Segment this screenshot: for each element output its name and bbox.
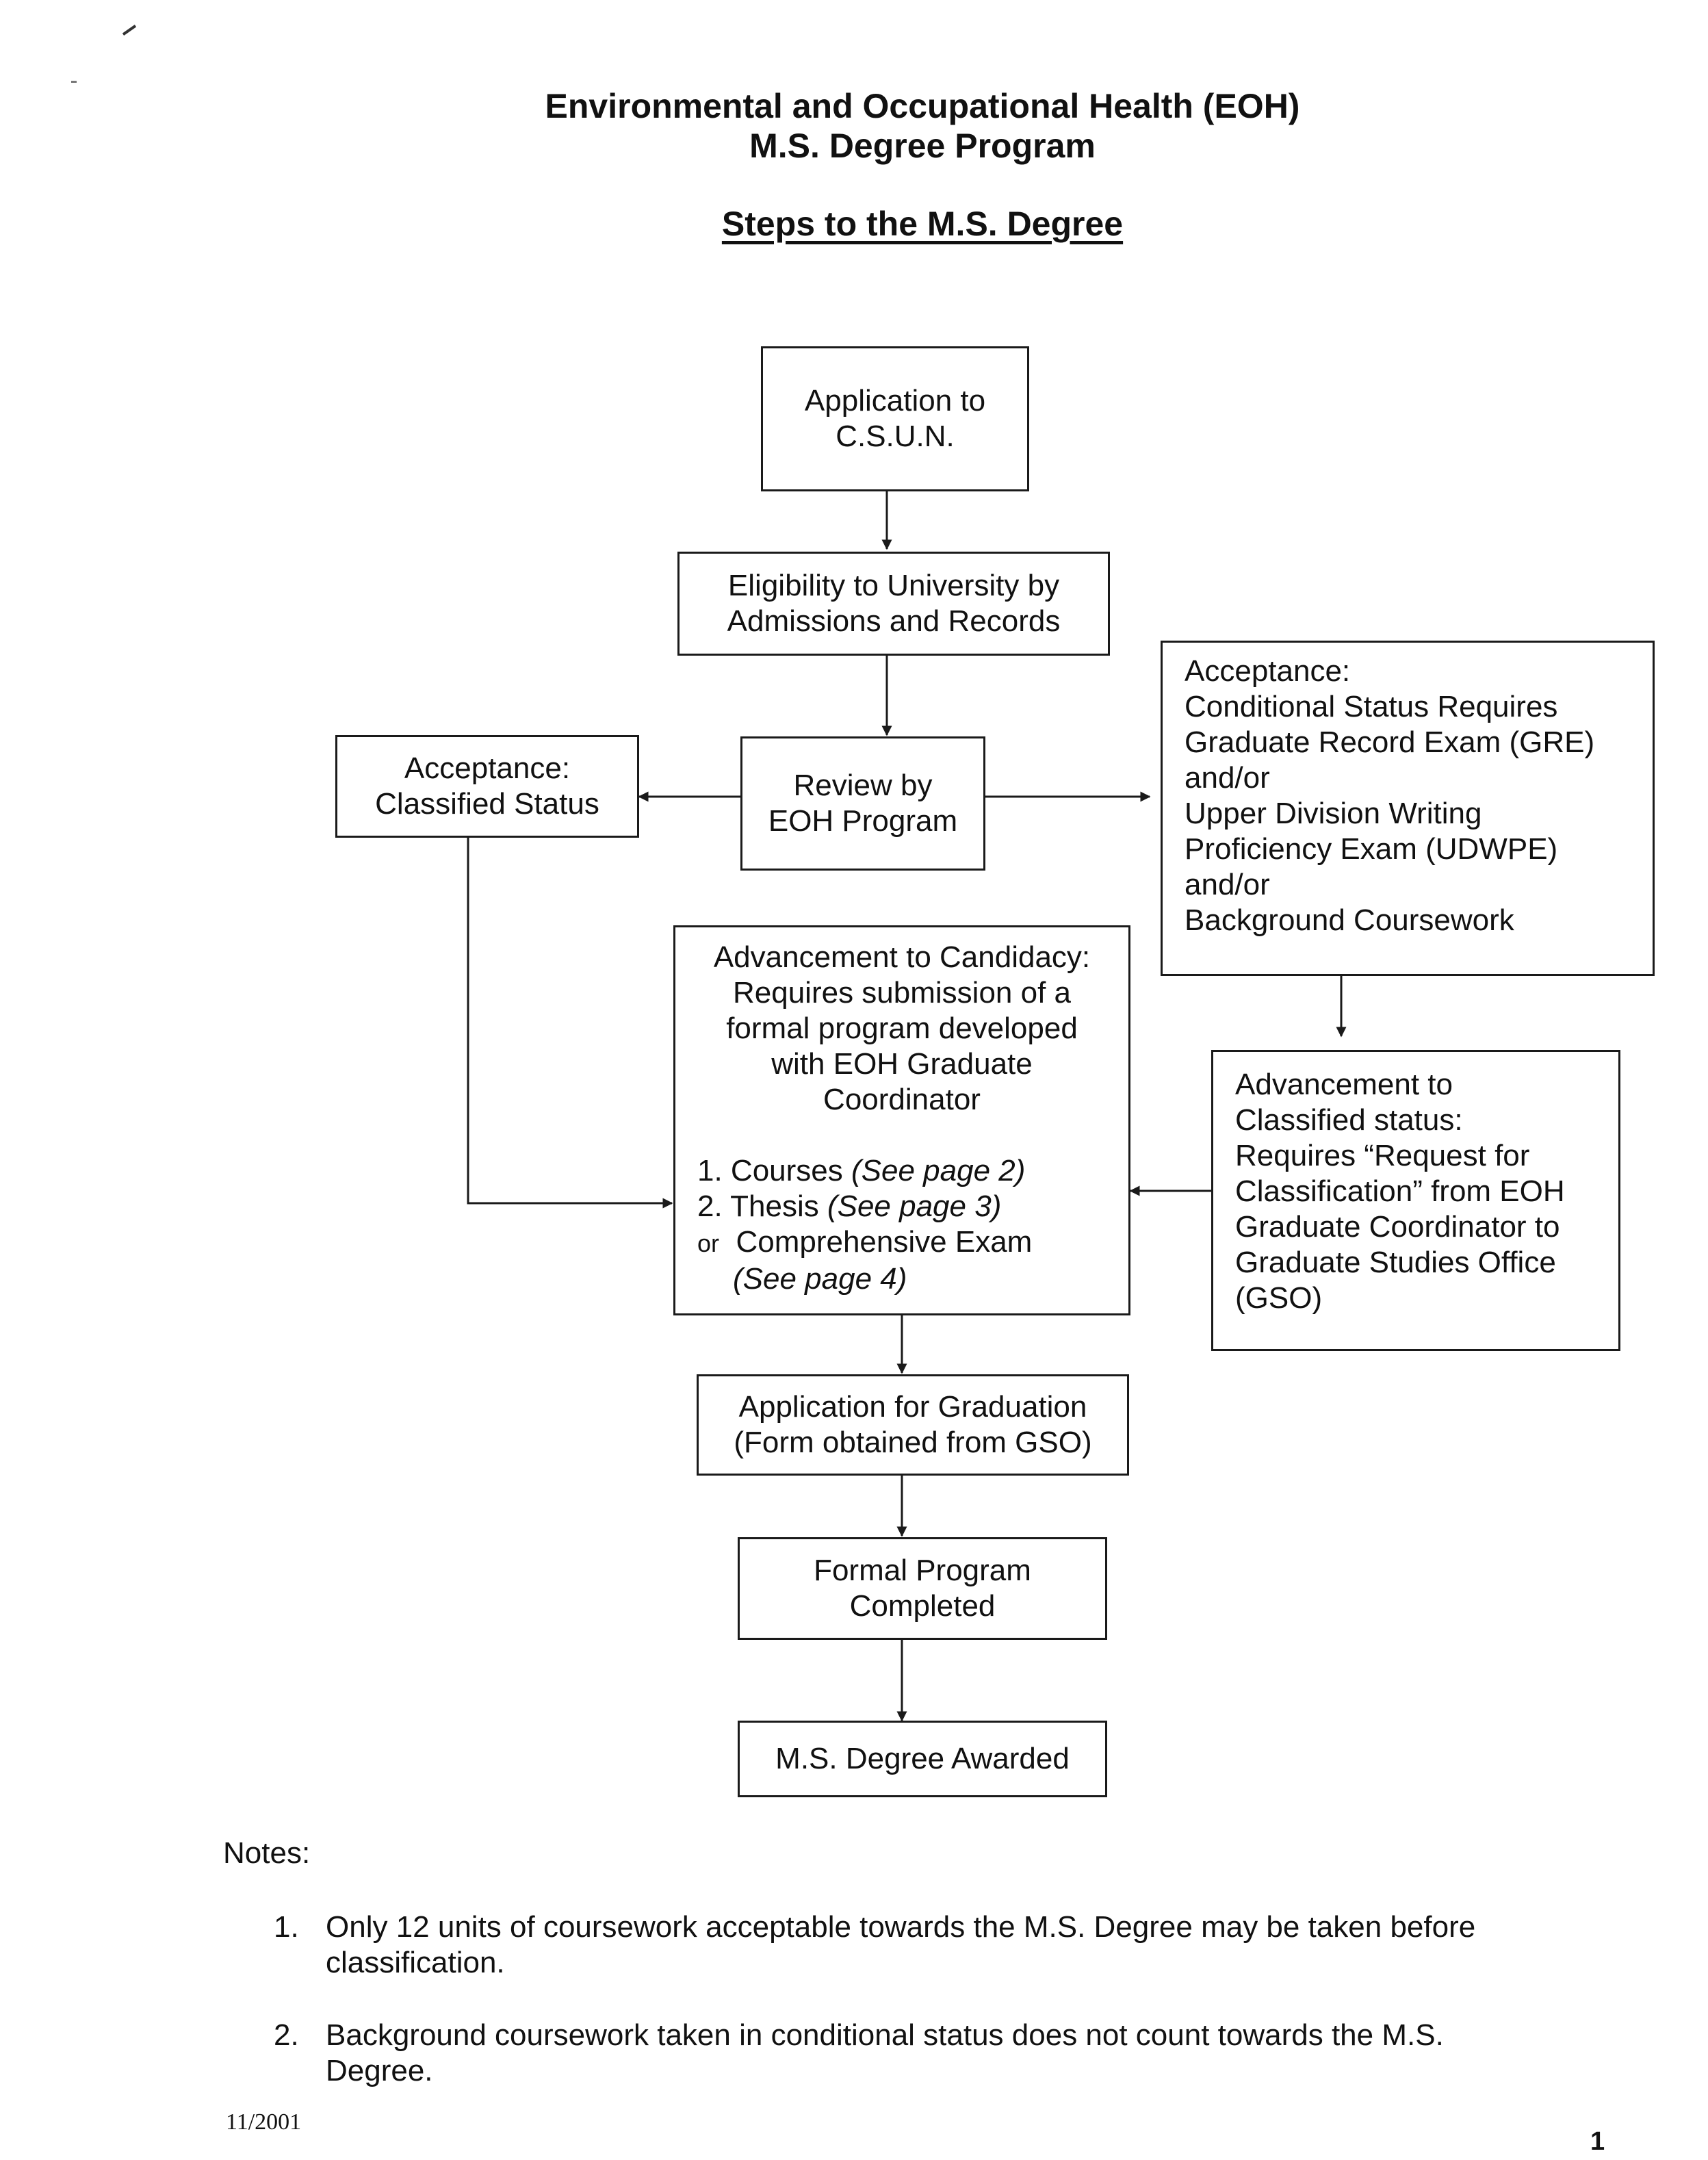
box-line: M.S. Degree Awarded (775, 1742, 1070, 1775)
document-title-line-2: M.S. Degree Program (749, 127, 1096, 165)
box-line: Classified status: (1235, 1103, 1463, 1137)
notes-heading: Notes: (223, 1836, 311, 1870)
note-line: Only 12 units of coursework acceptable t… (326, 1910, 1476, 1944)
box-line: (GSO) (1235, 1281, 1323, 1315)
box-line: Classification” from EOH (1235, 1174, 1565, 1208)
candidacy-requirements: 1. Courses (See page 2) 2. Thesis (See p… (675, 1153, 1128, 1297)
candidacy-item-comprehensive-exam: or Comprehensive Exam (697, 1225, 1033, 1259)
box-eligibility: Eligibility to University by Admissions … (677, 552, 1110, 656)
box-line: Proficiency Exam (UDWPE) (1185, 832, 1558, 866)
box-formal-program-completed: Formal Program Completed (738, 1537, 1107, 1640)
document-date: 11/2001 (226, 2109, 302, 2135)
box-line: Acceptance: (1185, 654, 1351, 688)
box-line: EOH Program (768, 804, 958, 838)
box-ms-degree-awarded: M.S. Degree Awarded (738, 1721, 1107, 1797)
note-line: Degree. (326, 2054, 433, 2087)
scan-speck (71, 81, 77, 83)
document-subtitle: Steps to the M.S. Degree (721, 205, 1124, 243)
note-line: classification. (326, 1946, 505, 1979)
arrow-classified-to-candidacy (467, 838, 673, 1209)
box-line: and/or (1185, 761, 1270, 795)
box-line: Review by (793, 769, 933, 802)
box-line: Requires “Request for (1235, 1139, 1530, 1172)
box-acceptance-classified: Acceptance: Classified Status (335, 735, 639, 838)
box-advancement-to-candidacy: Advancement to Candidacy: Requires submi… (673, 925, 1130, 1315)
candidacy-item-courses: 1. Courses (See page 2) (697, 1154, 1026, 1187)
document-title: Environmental and Occupational Health (E… (545, 87, 1300, 125)
candidacy-intro: Advancement to Candidacy: Requires submi… (675, 940, 1128, 1118)
box-line: Coordinator (823, 1083, 981, 1116)
box-advancement-classified: Advancement to Classified status: Requir… (1211, 1050, 1620, 1351)
box-line: formal program developed (726, 1012, 1078, 1045)
box-line: Conditional Status Requires (1185, 690, 1558, 723)
box-line: Upper Division Writing (1185, 797, 1482, 830)
box-line: with EOH Graduate (771, 1047, 1033, 1081)
page-number: 1 (1590, 2127, 1605, 2156)
candidacy-item-thesis: 2. Thesis (See page 3) (697, 1190, 1002, 1223)
box-line: C.S.U.N. (836, 420, 955, 453)
box-review-by-eoh: Review by EOH Program (740, 736, 985, 871)
box-application-to-csun: Application to C.S.U.N. (761, 346, 1029, 491)
note-text: Only 12 units of coursework acceptable t… (326, 1910, 1626, 1981)
box-line: Application to (804, 384, 986, 417)
box-line: Completed (849, 1589, 996, 1623)
box-line: Application for Graduation (738, 1390, 1087, 1424)
box-line: (Form obtained from GSO) (734, 1426, 1092, 1459)
box-line: Admissions and Records (727, 604, 1061, 638)
box-line: Graduate Coordinator to (1235, 1210, 1560, 1244)
box-line: Graduate Studies Office (1235, 1246, 1556, 1279)
candidacy-item-exam-ref: (See page 4) (733, 1262, 907, 1296)
note-text: Background coursework taken in condition… (326, 2018, 1626, 2089)
box-line: and/or (1185, 868, 1270, 901)
box-line: Eligibility to University by (727, 569, 1060, 602)
box-line: Graduate Record Exam (GRE) (1185, 725, 1595, 759)
box-acceptance-conditional: Acceptance: Conditional Status Requires … (1161, 641, 1655, 976)
box-line: Advancement to Candidacy: (713, 940, 1091, 974)
box-line: Advancement to (1235, 1068, 1453, 1101)
box-line: Acceptance: (404, 751, 571, 785)
box-line: Classified Status (375, 787, 599, 821)
box-line: Background Coursework (1185, 903, 1514, 937)
note-number: 2. (274, 2018, 299, 2052)
box-line: Requires submission of a (732, 976, 1071, 1010)
box-application-for-graduation: Application for Graduation (Form obtaine… (697, 1374, 1129, 1476)
note-line: Background coursework taken in condition… (326, 2018, 1444, 2052)
box-line: Formal Program (814, 1554, 1031, 1587)
note-number: 1. (274, 1910, 299, 1944)
